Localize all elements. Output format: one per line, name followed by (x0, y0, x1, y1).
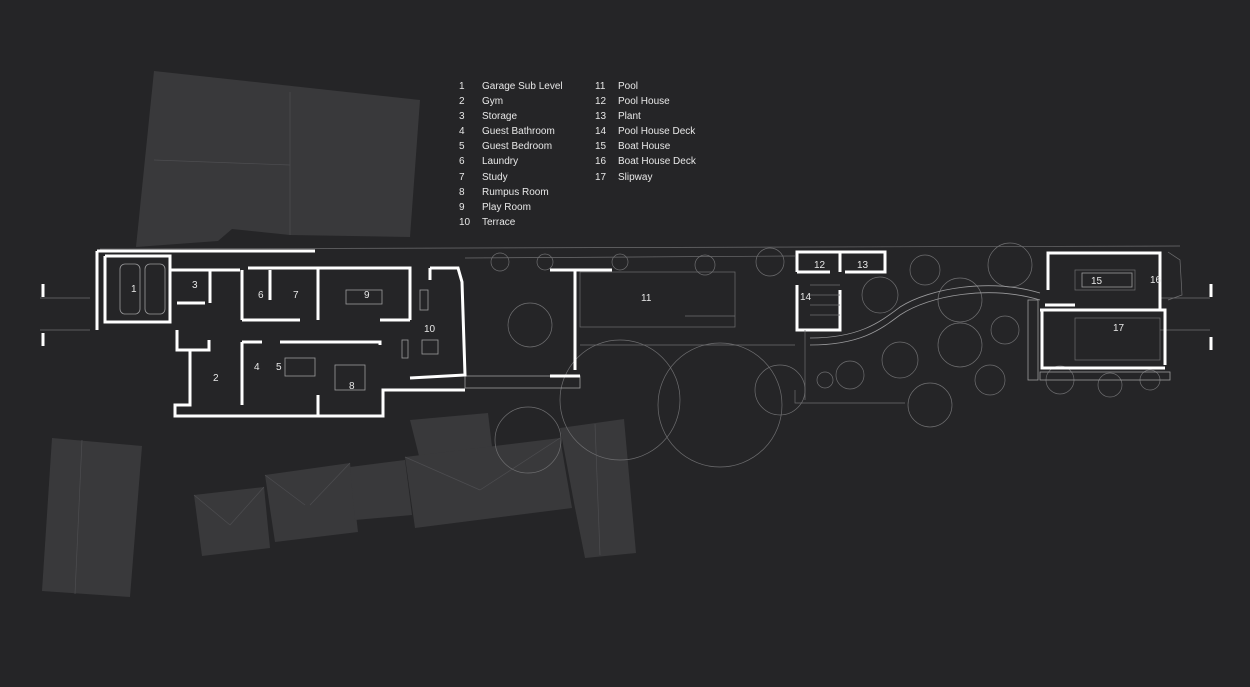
pool-house-deck-lines (804, 284, 840, 400)
legend-number: 9 (459, 201, 465, 213)
legend-number: 12 (595, 96, 607, 108)
legend-number: 17 (595, 171, 607, 183)
legend-number: 1 (459, 81, 465, 92)
legend-item: 3 Storage (459, 109, 563, 124)
legend-name: Guest Bathroom (482, 126, 555, 138)
landscape-path (464, 285, 1171, 389)
legend-number: 16 (595, 156, 607, 168)
room-label-7: 7 (293, 290, 299, 301)
legend-item: 1 Garage Sub Level (459, 79, 563, 94)
furniture (119, 263, 1133, 391)
boat-house-walls (1040, 251, 1167, 370)
legend-name: Play Room (482, 201, 531, 213)
legend-number: 14 (595, 126, 607, 138)
room-labels: 1 2 3 4 5 6 7 8 9 10 11 12 13 14 15 16 1… (131, 260, 1162, 392)
room-label-16: 16 (1150, 275, 1162, 286)
legend-item: 15 Boat House (595, 139, 696, 154)
legend-number: 10 (459, 216, 471, 228)
legend-name: Plant (618, 111, 641, 123)
room-label-14: 14 (800, 292, 812, 303)
room-label-10: 10 (424, 324, 436, 335)
legend-name: Storage (482, 111, 518, 123)
legend-item: 13 Plant (595, 109, 696, 124)
legend-item: 8 Rumpus Room (459, 185, 563, 200)
house-walls (95, 249, 612, 418)
legend-item: 12 Pool House (595, 94, 696, 109)
legend-column-2: 11 Pool 12 Pool House 13 Plant 14 Pool House… (595, 79, 696, 185)
legend-name: Slipway (618, 171, 653, 183)
room-label-1: 1 (131, 284, 137, 295)
room-label-4: 4 (254, 362, 260, 373)
room-label-15: 15 (1091, 276, 1103, 287)
legend-number: 13 (595, 111, 607, 123)
legend-name: Pool House (618, 96, 670, 108)
legend-name: Laundry (482, 156, 519, 168)
legend-name: Guest Bedroom (482, 141, 553, 153)
pool-house-walls (795, 250, 887, 332)
legend-item: 16 Boat House Deck (595, 154, 696, 169)
legend-name: Study (482, 171, 508, 183)
legend-number: 8 (459, 186, 465, 198)
legend-number: 15 (595, 141, 607, 153)
neighbouring-buildings (42, 71, 636, 597)
legend-item: 5 Guest Bedroom (459, 139, 563, 154)
room-label-12: 12 (814, 260, 826, 271)
legend-number: 2 (459, 96, 465, 108)
room-label-11: 11 (641, 293, 652, 304)
legend-number: 3 (459, 111, 465, 123)
legend-item: 10 Terrace (459, 215, 563, 230)
edge-marks (41, 284, 1213, 350)
legend-number: 7 (459, 171, 465, 183)
legend-number: 6 (459, 156, 465, 168)
legend-name: Boat House (618, 141, 671, 153)
room-label-5: 5 (276, 362, 282, 373)
legend-item: 7 Study (459, 170, 563, 185)
legend-name: Pool House Deck (618, 126, 696, 138)
room-label-13: 13 (857, 260, 869, 271)
legend-item: 11 Pool (595, 79, 696, 94)
legend-name: Garage Sub Level (482, 81, 563, 92)
legend-number: 5 (459, 141, 465, 153)
legend-name: Terrace (482, 216, 516, 228)
room-label-9: 9 (364, 290, 370, 301)
legend-item: 9 Play Room (459, 200, 563, 215)
legend-item: 4 Guest Bathroom (459, 124, 563, 139)
legend-name: Pool (618, 81, 639, 92)
site-lines (40, 242, 1210, 474)
room-label-3: 3 (192, 280, 198, 291)
legend-item: 6 Laundry (459, 154, 563, 169)
legend-item: 2 Gym (459, 94, 563, 109)
legend-number: 11 (595, 81, 606, 92)
legend-number: 4 (459, 126, 465, 138)
legend-name: Rumpus Room (482, 186, 549, 198)
legend-name: Boat House Deck (618, 156, 696, 168)
boat-house-details (1074, 251, 1183, 361)
neighbour-roof-lines (74, 92, 601, 595)
room-label-17: 17 (1113, 323, 1125, 334)
legend-item: 17 Slipway (595, 170, 696, 185)
legend-name: Gym (482, 96, 504, 108)
room-label-2: 2 (213, 373, 219, 384)
room-label-6: 6 (258, 290, 264, 301)
legend-item: 14 Pool House Deck (595, 124, 696, 139)
room-label-8: 8 (349, 381, 355, 392)
